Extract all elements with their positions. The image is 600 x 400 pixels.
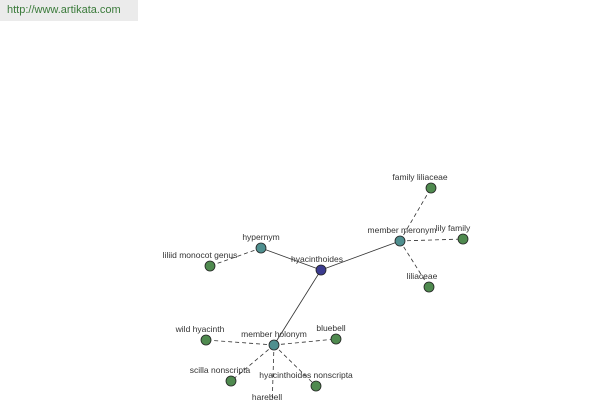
watermark-url[interactable]: http://www.artikata.com xyxy=(7,4,121,16)
edge-hyacinthoides-member-meronym xyxy=(320,240,401,271)
edge-member-meronym-liliaceae xyxy=(399,240,430,288)
node-label-scilla-nonscripta: scilla nonscripta xyxy=(190,365,251,375)
edge-member-holonym-scilla-nonscripta xyxy=(230,344,275,382)
node-label-harebell: harebell xyxy=(252,392,282,400)
node-label-wild-hyacinth: wild hyacinth xyxy=(175,324,225,334)
node-bluebell[interactable]: bluebell xyxy=(316,323,346,345)
node-wild-hyacinth[interactable]: wild hyacinth xyxy=(175,324,225,346)
node-label-family-liliaceae: family liliaceae xyxy=(392,172,448,182)
node-marker-bluebell[interactable] xyxy=(330,333,342,345)
node-label-hypernym: hypernym xyxy=(242,232,279,242)
node-marker-member-holonym[interactable] xyxy=(268,339,280,351)
node-marker-hyacinthoides-nonscripta[interactable] xyxy=(310,380,322,392)
node-member-meronym[interactable]: member meronym xyxy=(368,225,437,247)
node-hyacinthoides-nonscripta[interactable]: hyacinthoides nonscripta xyxy=(259,370,353,392)
node-marker-liliid-monocot-genus[interactable] xyxy=(204,260,216,272)
node-label-hyacinthoides-nonscripta: hyacinthoides nonscripta xyxy=(259,370,353,380)
node-marker-hyacinthoides[interactable] xyxy=(315,264,327,276)
node-lily-family[interactable]: lily family xyxy=(436,223,471,245)
edge-hyacinthoides-hypernym xyxy=(260,247,322,271)
node-marker-member-meronym[interactable] xyxy=(394,235,406,247)
node-label-liliid-monocot-genus: liliid monocot genus xyxy=(163,250,238,260)
node-member-holonym[interactable]: member holonym xyxy=(241,329,307,351)
edge-member-meronym-lily-family xyxy=(399,238,464,242)
edge-hypernym-liliid-monocot-genus xyxy=(209,247,262,267)
edge-member-holonym-harebell xyxy=(271,344,275,400)
edge-member-holonym-wild-hyacinth xyxy=(205,339,275,346)
watermark: http://www.artikata.com xyxy=(0,0,138,21)
node-marker-family-liliaceae[interactable] xyxy=(425,182,437,194)
edges xyxy=(205,187,464,400)
edge-member-holonym-bluebell xyxy=(273,338,337,346)
node-marker-scilla-nonscripta[interactable] xyxy=(225,375,237,387)
node-label-bluebell: bluebell xyxy=(316,323,345,333)
node-liliid-monocot-genus[interactable]: liliid monocot genus xyxy=(163,250,238,272)
nodes: hypernym liliid monocot genus member meron… xyxy=(163,172,471,400)
edge-member-meronym-family-liliaceae xyxy=(399,187,432,242)
node-marker-hypernym[interactable] xyxy=(255,242,267,254)
node-label-hyacinthoides: hyacinthoides xyxy=(291,254,343,264)
node-harebell[interactable]: harebell xyxy=(252,392,282,400)
node-marker-lily-family[interactable] xyxy=(457,233,469,245)
node-marker-wild-hyacinth[interactable] xyxy=(200,334,212,346)
node-scilla-nonscripta[interactable]: scilla nonscripta xyxy=(190,365,251,387)
node-liliaceae[interactable]: liliaceae xyxy=(407,271,438,293)
node-label-liliaceae: liliaceae xyxy=(407,271,438,281)
node-family-liliaceae[interactable]: family liliaceae xyxy=(392,172,448,194)
node-hypernym[interactable]: hypernym xyxy=(242,232,280,254)
node-label-member-meronym: member meronym xyxy=(368,225,437,235)
node-marker-liliaceae[interactable] xyxy=(423,281,435,293)
edge-member-holonym-hyacinthoides-nonscripta xyxy=(273,344,317,387)
node-label-lily-family: lily family xyxy=(436,223,471,233)
edge-hyacinthoides-member-holonym xyxy=(273,269,322,346)
node-label-member-holonym: member holonym xyxy=(241,329,307,339)
node-hyacinthoides[interactable]: hyacinthoides xyxy=(291,254,343,276)
